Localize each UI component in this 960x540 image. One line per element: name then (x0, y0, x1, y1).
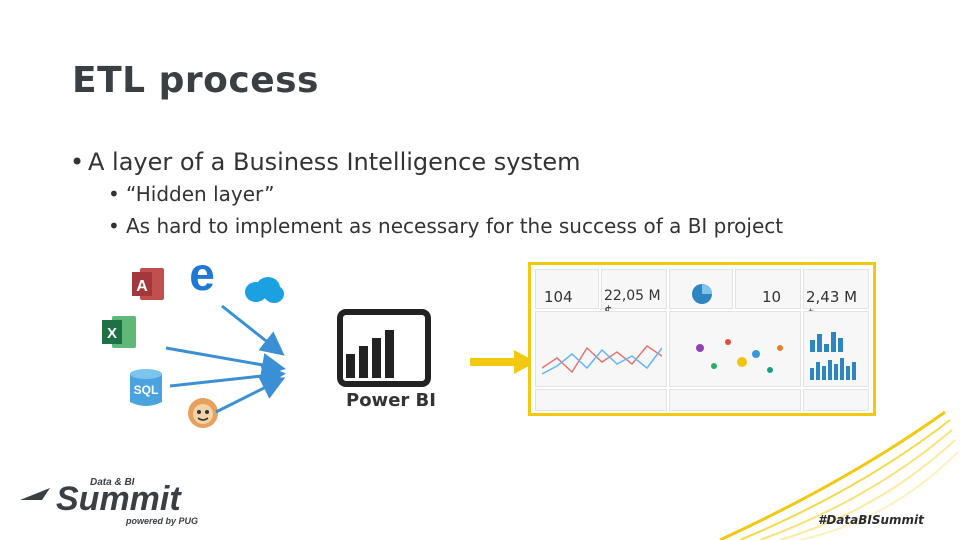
powerbi-label: Power BI (346, 390, 436, 411)
kpi-tile: 2,43 M $ (803, 269, 869, 324)
line-chart-icon (542, 345, 662, 375)
flow-arrows (165, 304, 286, 414)
sub-bullet: •“Hidden layer” (108, 182, 275, 206)
bottom-tile (535, 389, 667, 411)
kpi-tile: 22,05 M $ (601, 269, 667, 320)
svg-text:X: X (107, 325, 117, 342)
bullet-list: •A layer of a Business Intelligence syst… (70, 146, 783, 242)
bar-chart-icon (810, 332, 856, 380)
bar-chart-tile (803, 311, 869, 387)
sub-bullet: •As hard to implement as necessary for t… (108, 214, 784, 238)
hashtag: #DataBISummit (818, 513, 924, 527)
bullet-main: •A layer of a Business Intelligence syst… (70, 148, 581, 176)
mailchimp-icon (188, 398, 218, 428)
kpi-tile: 104 (535, 269, 599, 309)
summit-logo: Data & BI Summit powered by PUG (20, 477, 198, 526)
dashboard-screenshot: 104 22,05 M $ 10 2,43 M $ (528, 262, 876, 416)
edge-icon: e (189, 252, 215, 296)
powerbi-icon (337, 309, 431, 387)
scatter-tile (669, 311, 801, 387)
decorative-arcs (719, 410, 959, 540)
pie-chart-icon (692, 284, 712, 304)
pie-tile (669, 269, 733, 309)
slide-title: ETL process (72, 60, 319, 101)
svg-text:A: A (136, 278, 148, 295)
bottom-tile (803, 389, 869, 411)
kpi-value: 104 (544, 288, 573, 306)
scatter-chart-icon (696, 339, 783, 373)
logo-small: Data & BI (90, 477, 135, 488)
line-chart-tile (535, 311, 667, 387)
kpi-value: 10 (762, 288, 782, 306)
bottom-tile (669, 389, 801, 411)
sql-icon: SQL (130, 369, 162, 406)
logo-sub: powered by PUG (125, 516, 198, 526)
yellow-arrow (470, 350, 536, 374)
svg-text:SQL: SQL (134, 383, 159, 397)
logo-main: Summit (56, 480, 182, 518)
svg-text:e: e (189, 252, 215, 296)
salesforce-icon (245, 277, 284, 303)
kpi-tile: 10 (735, 269, 801, 309)
excel-icon: X (102, 316, 136, 348)
access-icon: A (132, 268, 164, 300)
